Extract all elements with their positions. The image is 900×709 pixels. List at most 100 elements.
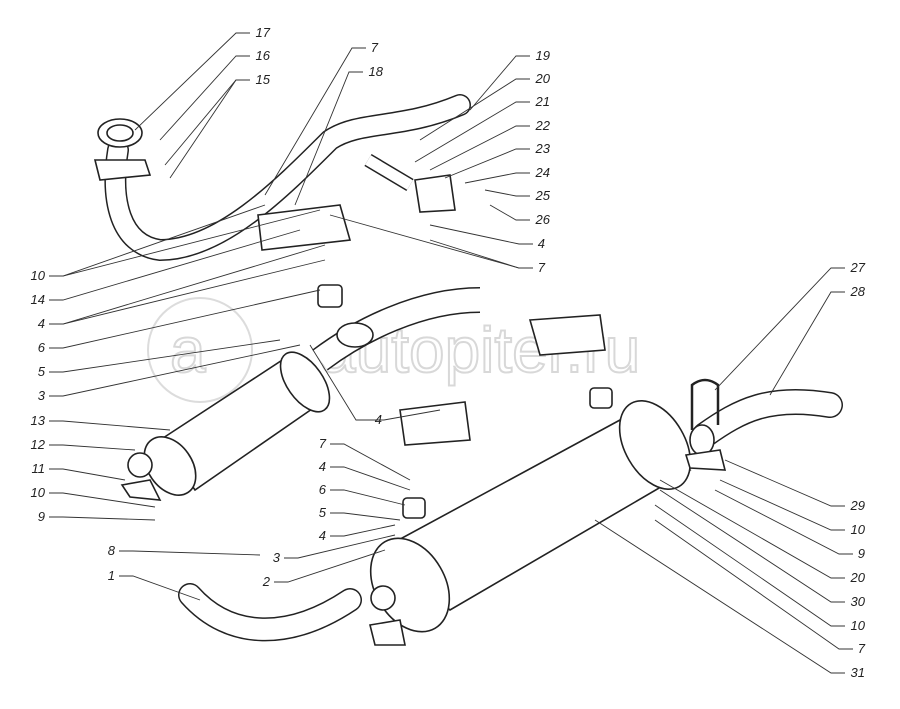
leader-line-19	[469, 55, 530, 111]
callout-10: 10	[31, 485, 46, 500]
leader-line-10	[49, 492, 156, 508]
callout-5: 5	[319, 505, 327, 520]
front-exhaust-pipe	[93, 94, 471, 262]
leader-line-4	[429, 224, 533, 245]
callout-28: 28	[850, 284, 866, 299]
callout-labels: 1716157181920212223242526471014465313121…	[31, 25, 866, 680]
callout-23: 23	[535, 141, 551, 156]
callout-9: 9	[858, 546, 865, 561]
callout-20: 20	[535, 71, 551, 86]
leader-line-11	[49, 468, 126, 481]
bracket	[414, 174, 456, 213]
leader-line-17	[134, 32, 250, 131]
callout-27: 27	[850, 260, 866, 275]
callout-10: 10	[851, 618, 866, 633]
callout-21: 21	[535, 94, 550, 109]
watermark-logo-letter: a	[170, 314, 206, 386]
callout-16: 16	[256, 48, 271, 63]
callout-5: 5	[38, 364, 46, 379]
leader-line-22	[429, 125, 530, 171]
leader-line-10	[49, 209, 321, 277]
callout-15: 15	[256, 72, 271, 87]
leader-line-12	[49, 444, 136, 451]
callout-13: 13	[31, 413, 46, 428]
callout-10: 10	[31, 268, 46, 283]
leader-line-8	[119, 550, 261, 556]
callout-4: 4	[538, 236, 545, 251]
callout-1: 1	[108, 568, 115, 583]
callout-14: 14	[31, 292, 45, 307]
callout-25: 25	[535, 188, 551, 203]
leader-line-3	[284, 534, 396, 559]
callout-12: 12	[31, 437, 46, 452]
callout-7: 7	[538, 260, 546, 275]
leader-line-10	[719, 479, 845, 531]
leader-line-18	[294, 71, 363, 206]
leader-line-14	[49, 229, 301, 301]
leader-line-29	[724, 459, 845, 507]
leader-line-7	[264, 47, 366, 196]
leader-line-23	[444, 148, 530, 179]
callout-26: 26	[535, 212, 551, 227]
leader-line-1	[119, 575, 201, 601]
callout-6: 6	[38, 340, 46, 355]
leader-line-7	[329, 214, 533, 269]
leader-line-25	[484, 189, 530, 197]
leader-lines	[49, 32, 853, 674]
leader-line-20	[419, 78, 530, 141]
callout-3: 3	[38, 388, 46, 403]
leader-line-5	[330, 512, 401, 521]
leader-line-7	[429, 239, 533, 269]
callout-30: 30	[851, 594, 866, 609]
leader-line-6	[49, 289, 321, 349]
leader-line-7	[654, 519, 853, 650]
callout-10: 10	[851, 522, 866, 537]
leader-line-21	[414, 101, 530, 163]
callout-4: 4	[375, 412, 382, 427]
callout-7: 7	[319, 436, 327, 451]
leader-line-31	[594, 519, 845, 674]
callout-11: 11	[32, 461, 46, 476]
callout-3: 3	[273, 550, 281, 565]
u-bolt	[690, 378, 720, 430]
leader-line-5	[49, 339, 281, 373]
leader-line-7	[330, 443, 411, 481]
leader-line-4	[309, 344, 370, 421]
leader-line-30	[659, 489, 845, 603]
leader-line-2	[274, 549, 386, 583]
front-muffler	[120, 284, 481, 501]
callout-7: 7	[371, 40, 379, 55]
tail-pipe	[684, 378, 843, 471]
leader-line-26	[489, 204, 530, 221]
leader-line-20	[659, 479, 845, 579]
callout-20: 20	[850, 570, 866, 585]
callout-22: 22	[535, 118, 551, 133]
leader-line-10	[654, 504, 845, 627]
callout-19: 19	[536, 48, 550, 63]
leader-line-4	[370, 409, 441, 421]
main-muffler	[178, 387, 692, 646]
leader-line-24	[464, 172, 530, 184]
leader-line-15	[169, 79, 250, 179]
callout-24: 24	[535, 165, 550, 180]
mount-brackets	[257, 204, 606, 446]
leader-line-13	[49, 420, 171, 431]
leader-line-9	[714, 489, 853, 555]
rubber-mount	[317, 284, 343, 308]
callout-7: 7	[858, 641, 866, 656]
leader-line-6	[330, 489, 406, 506]
leader-line-9	[49, 516, 156, 521]
leader-line-28	[769, 291, 845, 396]
callout-4: 4	[38, 316, 45, 331]
leader-line-3	[49, 344, 301, 397]
callout-9: 9	[38, 509, 45, 524]
callout-17: 17	[256, 25, 271, 40]
callout-8: 8	[108, 543, 116, 558]
leader-line-4	[49, 259, 326, 325]
leader-line-16	[159, 55, 250, 141]
callout-18: 18	[369, 64, 384, 79]
leader-line-4	[330, 466, 411, 491]
callout-4: 4	[319, 459, 326, 474]
